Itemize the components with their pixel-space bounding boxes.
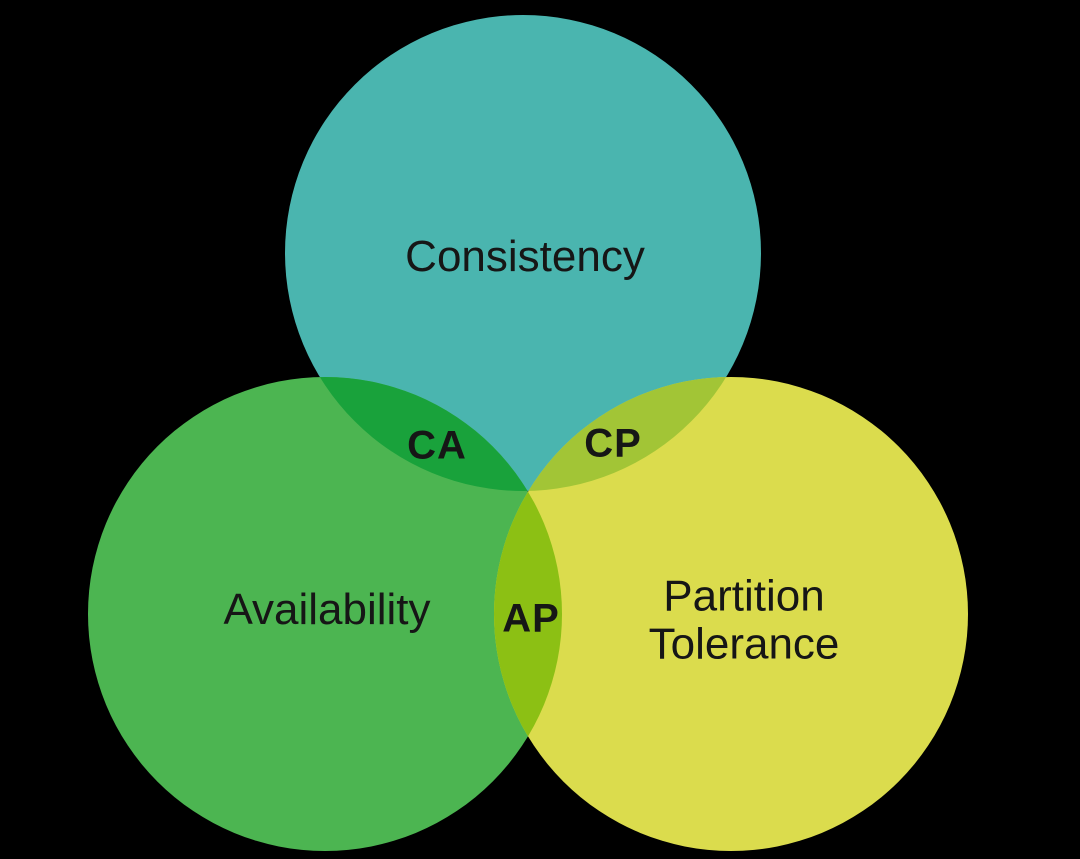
partition-tolerance-label-line2: Tolerance: [648, 619, 840, 668]
partition-tolerance-label: Partition Tolerance: [649, 572, 840, 667]
consistency-circle: [285, 15, 761, 491]
consistency-label: Consistency: [405, 232, 645, 282]
cp-label: CP: [584, 421, 642, 466]
ap-label: AP: [502, 596, 560, 641]
partition-tolerance-circle: [494, 377, 968, 851]
availability-label: Availability: [223, 585, 431, 635]
ca-label: CA: [407, 423, 467, 468]
partition-tolerance-label-line1: Partition: [663, 571, 825, 621]
availability-circle: [88, 377, 562, 851]
